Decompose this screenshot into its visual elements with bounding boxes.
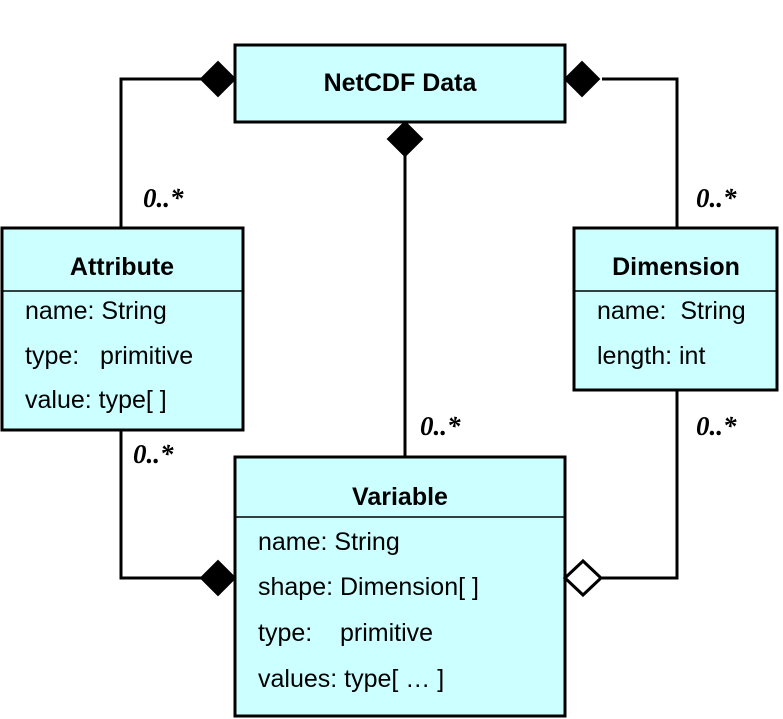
class-attribute: Attribute name: String type: primitive v… bbox=[0, 226, 245, 432]
class-dimension-field: length: int bbox=[597, 342, 705, 370]
class-netcdf-title: NetCDF Data bbox=[324, 69, 478, 97]
class-variable-field: type: primitive bbox=[258, 619, 433, 647]
class-attribute-field: value: type[ ] bbox=[25, 386, 167, 414]
class-dimension-title: Dimension bbox=[612, 253, 740, 281]
link-attribute-variable bbox=[119, 430, 202, 580]
link-netcdf-attribute bbox=[119, 77, 202, 228]
class-variable-field: values: type[ … ] bbox=[258, 665, 444, 693]
class-attribute-title: Attribute bbox=[70, 253, 174, 281]
multiplicity-label: 0..* bbox=[133, 439, 174, 469]
composition-diamond-variable bbox=[386, 120, 424, 158]
multiplicity-label: 0..* bbox=[696, 183, 737, 213]
class-variable-field: shape: Dimension[ ] bbox=[258, 573, 479, 601]
composition-diamond-variable-attribute bbox=[199, 559, 237, 597]
class-dimension-field: name: String bbox=[597, 297, 746, 325]
class-variable-field: name: String bbox=[258, 528, 400, 556]
class-attribute-field: name: String bbox=[25, 297, 167, 325]
multiplicity-label: 0..* bbox=[420, 411, 461, 441]
multiplicity-label: 0..* bbox=[696, 411, 737, 441]
composition-diamond-dimension bbox=[563, 60, 601, 98]
class-attribute-field: type: primitive bbox=[25, 342, 193, 370]
link-netcdf-dimension bbox=[602, 77, 679, 228]
class-netcdf-data: NetCDF Data bbox=[233, 43, 567, 124]
class-variable-title: Variable bbox=[352, 483, 448, 511]
composition-diamond-attribute bbox=[199, 60, 237, 98]
link-dimension-variable bbox=[602, 390, 679, 580]
class-variable: Variable name: String shape: Dimension[ … bbox=[233, 455, 567, 718]
aggregation-diamond-variable-dimension bbox=[562, 558, 604, 598]
class-dimension: Dimension name: String length: int bbox=[572, 226, 779, 392]
multiplicity-label: 0..* bbox=[143, 183, 184, 213]
